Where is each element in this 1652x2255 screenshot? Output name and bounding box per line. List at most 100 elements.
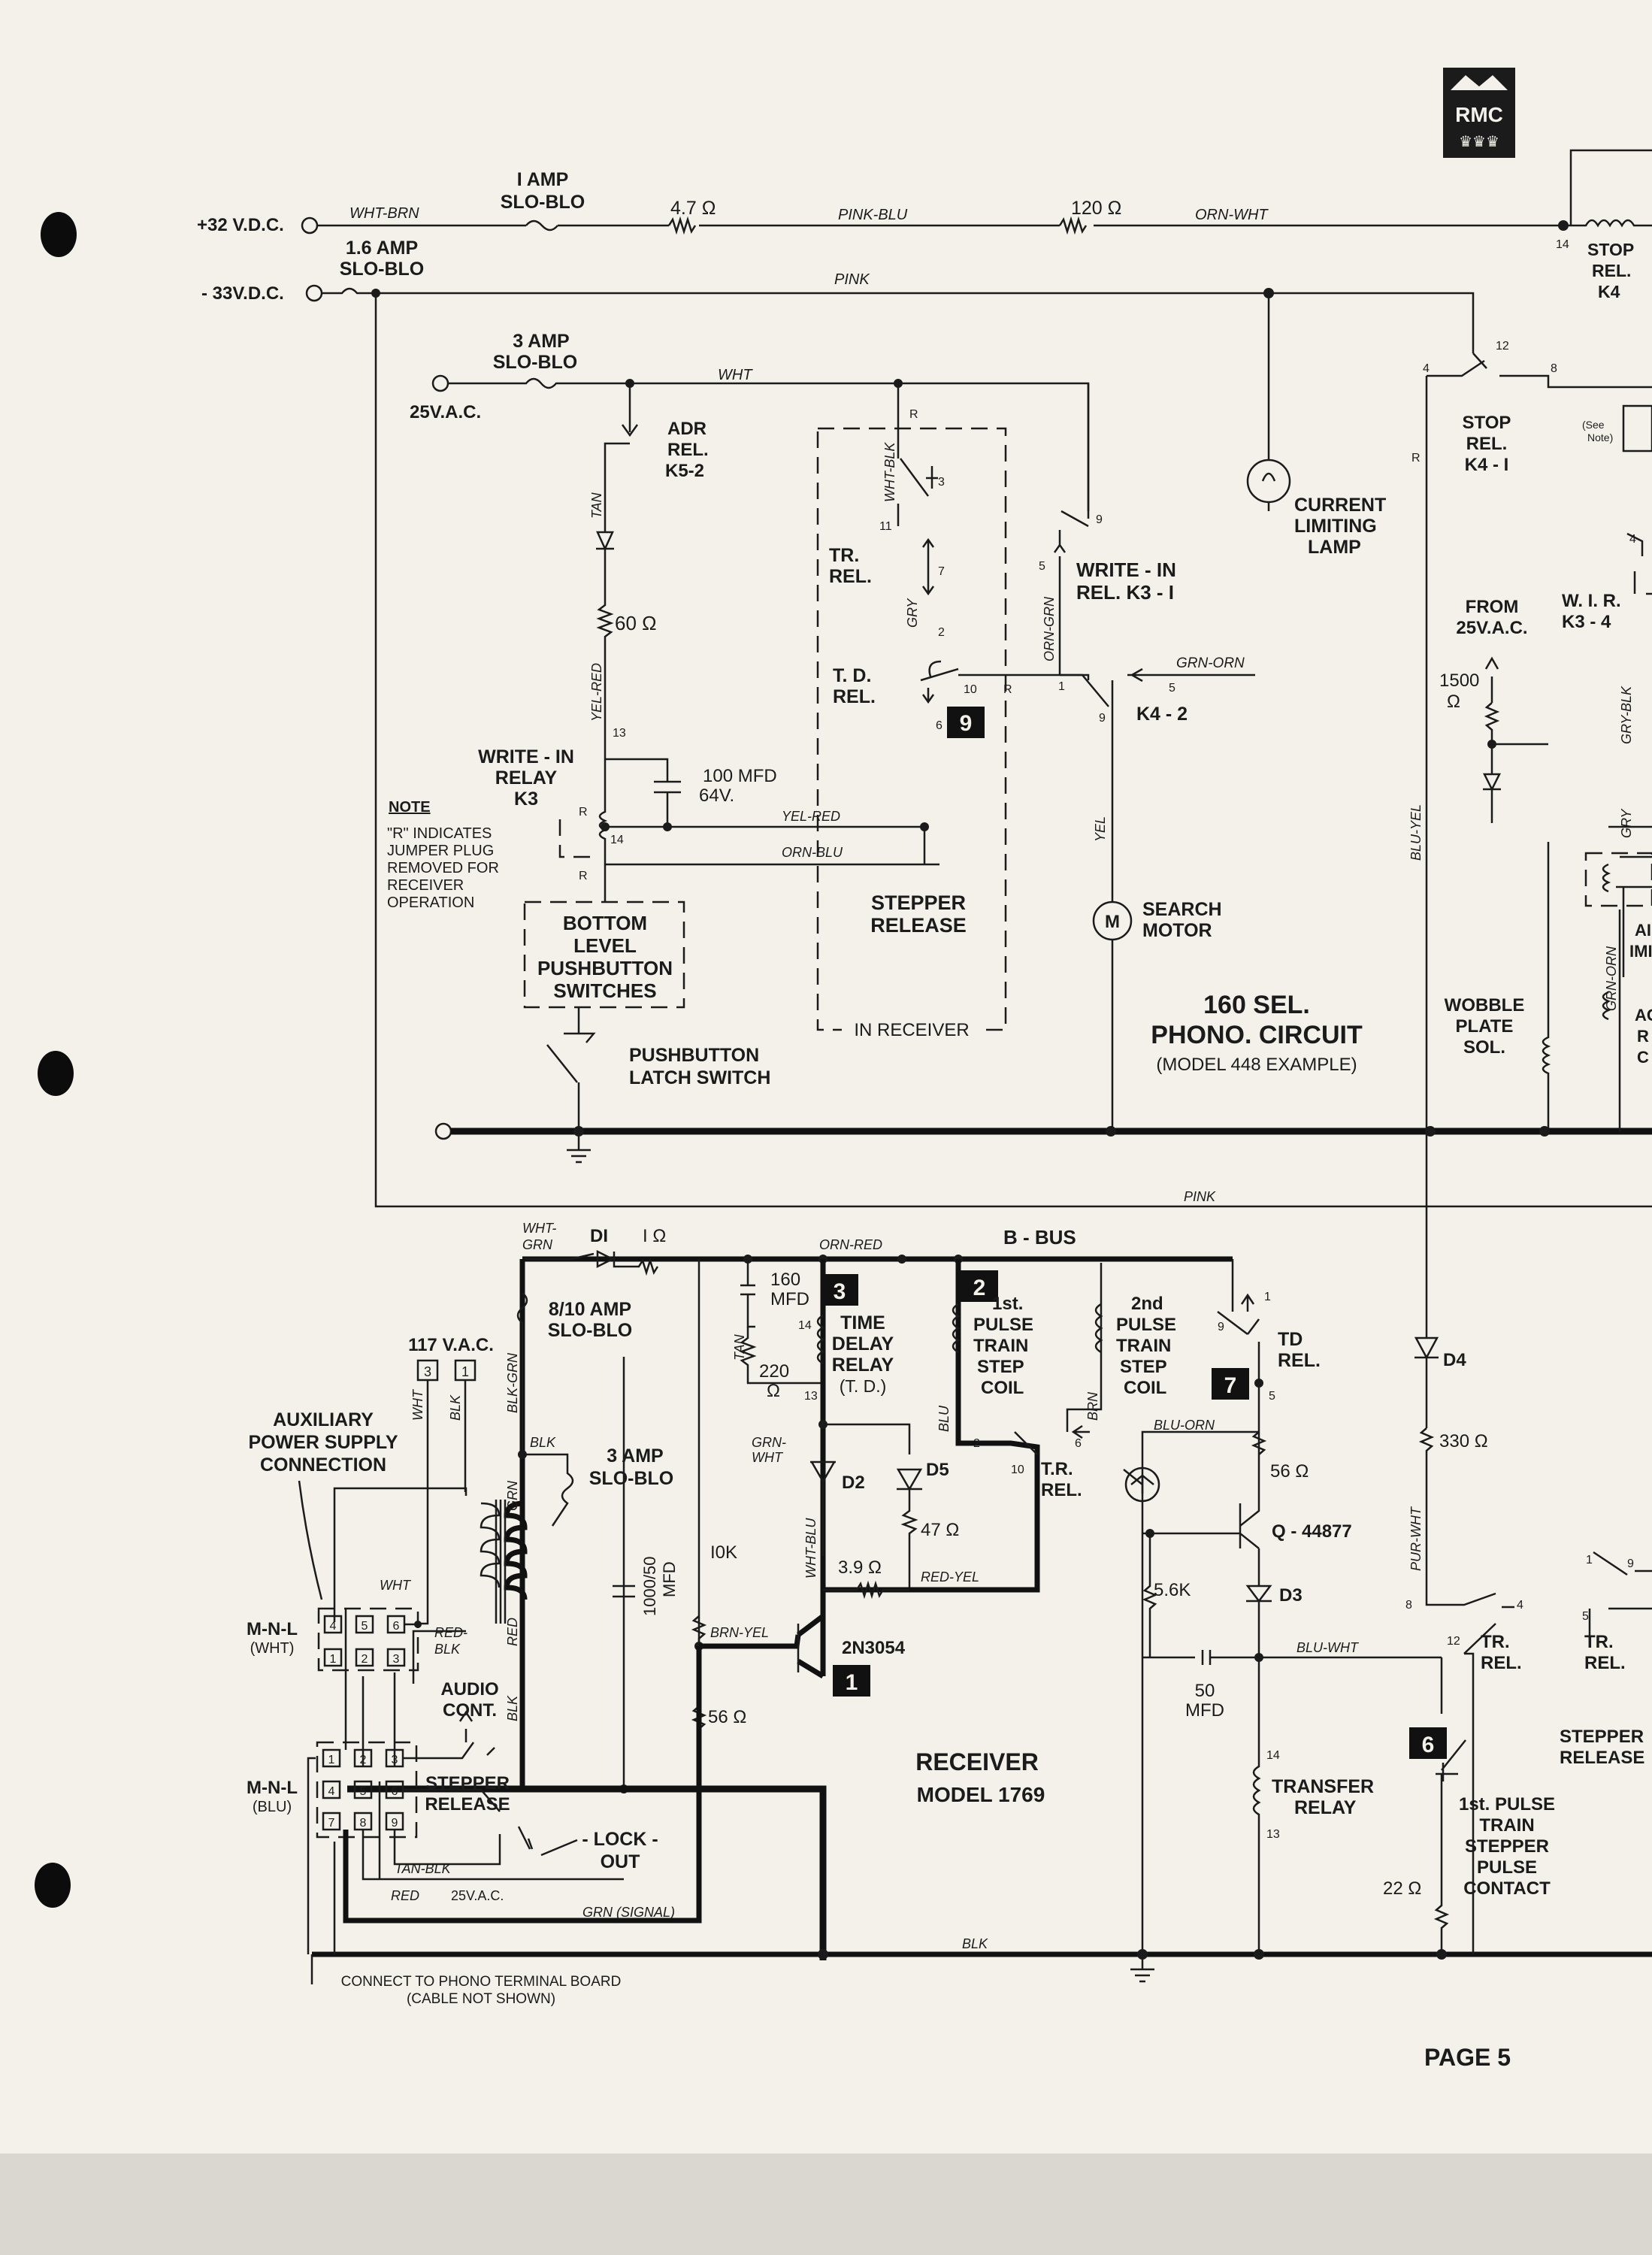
wire-pur-wht: PUR-WHT <box>1408 1506 1424 1571</box>
wire-wht-117: WHT <box>410 1388 425 1421</box>
badge-3-text: 3 <box>834 1279 846 1304</box>
transistor-1-label: 2N3054 <box>842 1638 906 1658</box>
lock-out-1: - LOCK - <box>582 1829 658 1850</box>
q-44877-label: Q - 44877 <box>1272 1521 1352 1542</box>
tr-rel-rcv-1: T.R. <box>1041 1459 1073 1479</box>
note-line-3: REMOVED FOR <box>387 860 499 876</box>
circuit-title-1: 160 SEL. <box>1203 991 1310 1019</box>
receiver-model: MODEL 1769 <box>917 1783 1045 1806</box>
res-120-label: 120 Ω <box>1071 198 1121 219</box>
fuse-3a-top-1: 3 AMP <box>513 331 569 352</box>
res-220-1: 220 <box>759 1361 789 1382</box>
res-47-symbol <box>667 216 697 235</box>
wire-blk-117: BLK <box>448 1394 463 1421</box>
first-pulse-4: STEP <box>977 1357 1024 1377</box>
wobble-3: SOL. <box>1463 1037 1505 1058</box>
connect-note-2: (CABLE NOT SHOWN) <box>407 1991 555 2007</box>
wire-grn-orn-right: GRN-ORN <box>1604 946 1619 1011</box>
pin-13-td: 13 <box>804 1390 818 1403</box>
wire-grn-wht-1: GRN- <box>752 1435 786 1450</box>
res-60-label: 60 Ω <box>615 612 657 634</box>
note-line-5: OPERATION <box>387 894 474 911</box>
mnl-blu-7: 7 <box>328 1817 335 1830</box>
wire-pink: PINK <box>834 271 870 288</box>
badge-7 <box>1212 1368 1249 1400</box>
wire-wht-brn: WHT-BRN <box>349 205 419 222</box>
b-bus-label: B - BUS <box>1003 1226 1076 1249</box>
cut-ac-3: C <box>1637 1048 1649 1067</box>
pin-r-k3-top: R <box>579 806 588 819</box>
first-pulse-3: TRAIN <box>973 1336 1028 1356</box>
neg-supply-label: - 33V.D.C. <box>201 283 284 304</box>
stop-rel-k4-1: STOP <box>1587 240 1634 259</box>
pin-9-tdrel: 9 <box>1218 1321 1224 1333</box>
pin-r-tr: R <box>909 408 918 421</box>
wire-brn: BRN <box>1085 1391 1100 1421</box>
tr-rel-right2-1: TR. <box>1584 1632 1614 1652</box>
pin-9-k42: 9 <box>1099 712 1106 725</box>
pin-10-trrel: 10 <box>1011 1463 1024 1476</box>
first-pulse-2: PULSE <box>973 1315 1033 1335</box>
stepper-release-rcv-2: RELEASE <box>425 1794 510 1815</box>
badge-2 <box>961 1270 998 1302</box>
pin-5-trright2: 5 <box>1582 1610 1589 1623</box>
cut-ac-2: R <box>1637 1027 1649 1046</box>
aux-power-2: POWER SUPPLY <box>248 1432 398 1453</box>
lock-out-2: OUT <box>601 1851 640 1872</box>
fuse-16a-label-2: SLO-BLO <box>340 259 425 280</box>
mnl-wht-6: 6 <box>393 1620 400 1633</box>
wir-k34-2: K3 - 4 <box>1562 612 1611 632</box>
in-receiver-label: IN RECEIVER <box>854 1020 969 1040</box>
second-pulse-3: TRAIN <box>1116 1336 1171 1356</box>
pin-5-wir: 5 <box>1039 560 1045 573</box>
tr-rel-right2-2: REL. <box>1584 1653 1626 1673</box>
wire-tan-blk: TAN-BLK <box>395 1861 452 1876</box>
connect-note-1: CONNECT TO PHONO TERMINAL BOARD <box>341 1974 622 1990</box>
search-motor-1: SEARCH <box>1142 899 1222 920</box>
td-rel-rcv-2: REL. <box>1278 1350 1321 1371</box>
mnl-blu-1: 1 <box>328 1754 335 1766</box>
wire-tan-rcv: TAN <box>732 1333 747 1361</box>
pin-9-wir: 9 <box>1096 513 1103 526</box>
pin-r-k41: R <box>1411 452 1421 465</box>
see-note-1: (See <box>1582 419 1605 431</box>
page-bottom-edge <box>0 2154 1652 2255</box>
fuse-810-2: SLO-BLO <box>548 1320 633 1341</box>
bottom-level-1: BOTTOM <box>563 912 647 934</box>
wire-grn-rcv: GRN <box>505 1480 520 1511</box>
plug-1-num: 1 <box>461 1364 469 1379</box>
write-in-relay-3: K3 <box>514 788 538 810</box>
wire-blu-orn: BLU-ORN <box>1154 1418 1215 1433</box>
pin-14-td: 14 <box>798 1319 812 1332</box>
first-pulse-contact-2: TRAIN <box>1479 1815 1534 1836</box>
fuse-1a-label-1: I AMP <box>517 169 569 190</box>
badge-9 <box>947 707 985 738</box>
res-220-2: Ω <box>767 1381 780 1401</box>
pin-2-tr: 2 <box>938 626 945 639</box>
plug-3-num: 3 <box>424 1364 431 1379</box>
logo-crown-icon: ♛♛♛ <box>1459 134 1499 150</box>
ac-117-label: 117 V.A.C. <box>408 1335 494 1355</box>
res-47-label: 4.7 Ω <box>670 198 716 219</box>
wire-grn-orn: GRN-ORN <box>1176 655 1245 671</box>
res-56-right-label: 56 Ω <box>1270 1461 1309 1482</box>
wire-brn-yel: BRN-YEL <box>710 1625 769 1640</box>
mnl-blu-8: 8 <box>360 1817 367 1830</box>
search-motor-2: MOTOR <box>1142 920 1212 941</box>
fuse-810-1: 8/10 AMP <box>549 1299 631 1320</box>
second-pulse-1: 2nd <box>1131 1294 1163 1314</box>
receiver-title: RECEIVER <box>915 1748 1039 1775</box>
first-pulse-contact-3: STEPPER <box>1465 1836 1549 1857</box>
res-56-left-label: 56 Ω <box>708 1707 746 1727</box>
cut-ai-1: AI <box>1635 921 1651 940</box>
pin-1-tdrel: 1 <box>1264 1291 1271 1303</box>
pin-14-stop: 14 <box>1556 238 1569 251</box>
see-note-2: Note) <box>1587 431 1613 443</box>
wire-wht-blu: WHT-BLU <box>803 1518 818 1578</box>
tr-rel-right1-2: REL. <box>1481 1653 1522 1673</box>
pin-5-tdrel: 5 <box>1269 1390 1275 1403</box>
adr-rel-1: ADR <box>667 419 706 439</box>
wir-k34-1: W. I. R. <box>1562 591 1621 611</box>
